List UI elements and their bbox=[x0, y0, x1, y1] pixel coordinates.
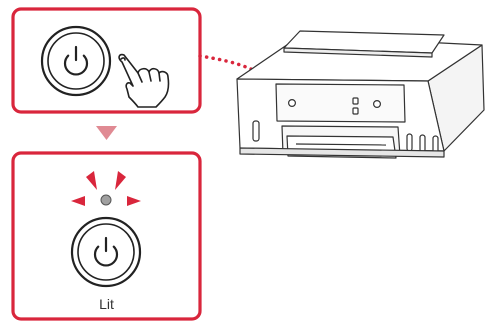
ink-tank-window-cyan bbox=[406, 133, 413, 152]
power-symbol-arc bbox=[93, 245, 119, 267]
panel-indicator-bottom bbox=[352, 107, 359, 115]
power-symbol-arc bbox=[63, 54, 89, 76]
leader-dotted-line bbox=[198, 54, 288, 101]
indicator-lamp bbox=[100, 194, 112, 206]
lit-state-frame bbox=[11, 151, 202, 321]
panel-power-button bbox=[288, 98, 297, 107]
power-button-outer-ring bbox=[70, 216, 142, 288]
power-button-icon bbox=[40, 25, 112, 97]
power-button-inner-ring bbox=[77, 223, 135, 281]
output-tray-line bbox=[295, 143, 387, 146]
paper-support-lip bbox=[283, 47, 433, 58]
power-button-inner-ring bbox=[47, 32, 105, 90]
power-button-outer-ring bbox=[40, 25, 112, 97]
hand-outline bbox=[118, 53, 170, 108]
hand-finger-crease-1 bbox=[137, 72, 143, 83]
press-power-panel bbox=[11, 7, 202, 114]
step-down-arrow bbox=[96, 126, 117, 140]
ray-upper-left bbox=[86, 171, 97, 190]
operation-panel bbox=[275, 83, 406, 123]
lit-label: Lit bbox=[99, 296, 114, 312]
ray-left bbox=[71, 196, 85, 206]
printer-base bbox=[239, 147, 445, 158]
power-button-icon bbox=[70, 216, 142, 288]
lit-state-panel bbox=[11, 151, 202, 321]
ink-tank-window-black bbox=[252, 120, 260, 142]
hand-finger-crease-2 bbox=[148, 71, 152, 82]
ray-upper-right bbox=[115, 171, 126, 190]
hand-fingertip-nail bbox=[120, 57, 126, 61]
panel-indicator-top bbox=[352, 97, 359, 105]
pointing-hand-icon bbox=[118, 53, 170, 108]
ray-right bbox=[127, 196, 141, 206]
printer-icon bbox=[236, 30, 485, 159]
light-indicator-icon bbox=[71, 171, 141, 206]
panel-button-right bbox=[373, 99, 382, 108]
hand-finger-crease-3 bbox=[158, 72, 161, 82]
ink-tank-window-magenta bbox=[419, 134, 426, 153]
